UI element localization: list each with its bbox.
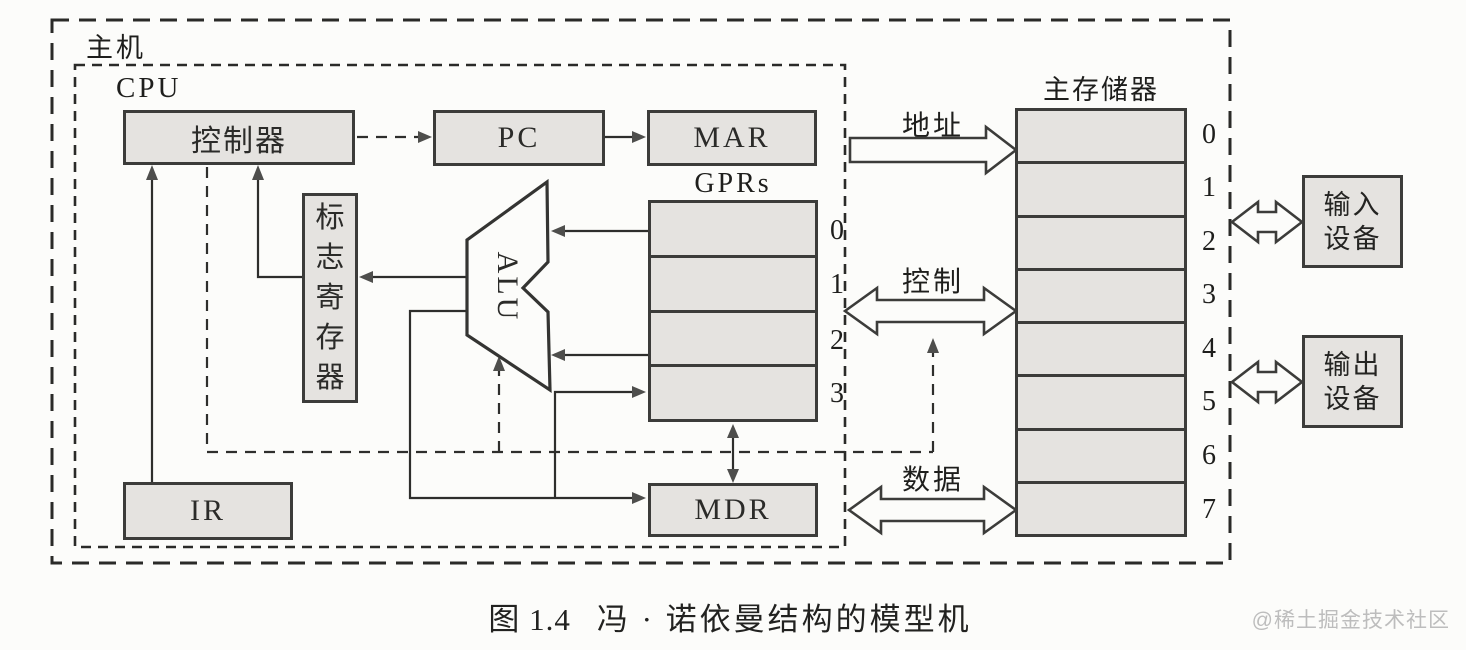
- mar-box: MAR: [647, 110, 817, 166]
- gpr-row: [651, 203, 815, 255]
- memory-row-label-7: 7: [1202, 494, 1216, 525]
- arrowhead-gpr0-alu: [551, 225, 565, 237]
- memory-row: [1018, 480, 1184, 534]
- alu-label: ALU: [491, 251, 524, 323]
- controller-label: 控制器: [191, 124, 287, 158]
- mar-label: MAR: [693, 121, 771, 154]
- arrowhead-flags-controller: [252, 165, 264, 180]
- memory-row: [1018, 267, 1184, 321]
- figure-number: 图 1.4: [488, 602, 571, 637]
- arrowhead-alu-gpr3: [632, 386, 646, 398]
- flag-register-label: 标志寄存器: [315, 202, 345, 394]
- arrowhead-gprs-mdr-down: [727, 469, 739, 483]
- wire-control-signal-dashed: [205, 167, 933, 454]
- memory-box: [1015, 108, 1187, 537]
- ir-label: IR: [190, 494, 226, 527]
- arrowhead-gprs-mdr-up: [727, 424, 739, 438]
- figure-title: 冯 · 诺依曼结构的模型机: [596, 602, 972, 637]
- gpr-row-label-1: 1: [830, 269, 844, 300]
- figure-caption: 图 1.4 冯 · 诺依曼结构的模型机: [390, 594, 1070, 639]
- memory-row-label-4: 4: [1202, 333, 1216, 364]
- cpu-label: CPU: [116, 72, 182, 104]
- input-device-label-line1: 输入: [1323, 189, 1382, 220]
- cpu-dashed-box: [73, 63, 847, 549]
- host-label: 主机: [86, 33, 146, 63]
- memory-row: [1018, 321, 1184, 374]
- gpr-row: [651, 309, 815, 365]
- memory-row-label-6: 6: [1202, 440, 1216, 471]
- wire-alu-to-gpr3: [553, 390, 643, 498]
- mdr-box: MDR: [648, 483, 818, 537]
- address-bus-arrow: [848, 124, 1019, 176]
- wire-alu-to-mdr: [408, 309, 643, 500]
- input-device-box: 输入 设备: [1302, 175, 1403, 268]
- arrowhead-control-alu: [493, 356, 505, 371]
- control-bus-label: 控制: [901, 267, 964, 298]
- memory-row: [1018, 214, 1184, 268]
- memory-row-label-5: 5: [1202, 386, 1216, 417]
- input-device-bus-arrow: [1229, 199, 1305, 245]
- arrowhead-controller-pc: [418, 131, 432, 143]
- gpr-row-label-3: 3: [830, 378, 844, 409]
- controller-box: 控制器: [123, 110, 355, 165]
- data-bus-label: 数据: [901, 465, 964, 496]
- input-device-label-line2: 设备: [1323, 223, 1382, 254]
- gprs-box: [648, 200, 818, 422]
- output-device-label-line2: 设备: [1323, 383, 1382, 414]
- memory-row: [1018, 111, 1184, 161]
- gpr-row-label-2: 2: [830, 325, 844, 356]
- memory-row-label-3: 3: [1202, 279, 1216, 310]
- pc-label: PC: [497, 121, 541, 154]
- wire-flags-to-controller: [256, 168, 302, 279]
- arrowhead-alu-flags: [359, 271, 373, 283]
- address-bus-label: 地址: [901, 111, 964, 142]
- flag-register-box: 标志寄存器: [302, 193, 358, 403]
- memory-row-label-1: 1: [1202, 172, 1216, 203]
- arrowhead-gpr2-alu: [551, 349, 565, 361]
- memory-row: [1018, 427, 1184, 481]
- memory-row-label-0: 0: [1202, 119, 1216, 150]
- pc-box: PC: [433, 110, 605, 166]
- memory-row: [1018, 374, 1184, 427]
- memory-row: [1018, 161, 1184, 214]
- output-device-label-line1: 输出: [1323, 349, 1382, 380]
- host-dashed-box: [50, 18, 1232, 565]
- gpr-row-label-0: 0: [830, 215, 844, 246]
- memory-title: 主存储器: [1043, 75, 1159, 105]
- watermark: @稀土掘金技术社区: [1251, 609, 1450, 632]
- alu-shape: [465, 178, 552, 394]
- arrowhead-ir-controller: [146, 165, 158, 180]
- memory-row-label-2: 2: [1202, 226, 1216, 257]
- gprs-title: GPRs: [694, 168, 772, 199]
- gpr-row: [651, 364, 815, 419]
- arrowhead-pc-mar: [632, 131, 646, 143]
- gpr-row: [651, 254, 815, 310]
- arrowhead-alu-mdr: [632, 492, 646, 504]
- arrowhead-control-bus: [927, 338, 939, 353]
- output-device-bus-arrow: [1229, 359, 1305, 405]
- mdr-label: MDR: [694, 493, 772, 526]
- output-device-box: 输出 设备: [1302, 335, 1403, 428]
- ir-box: IR: [123, 482, 293, 540]
